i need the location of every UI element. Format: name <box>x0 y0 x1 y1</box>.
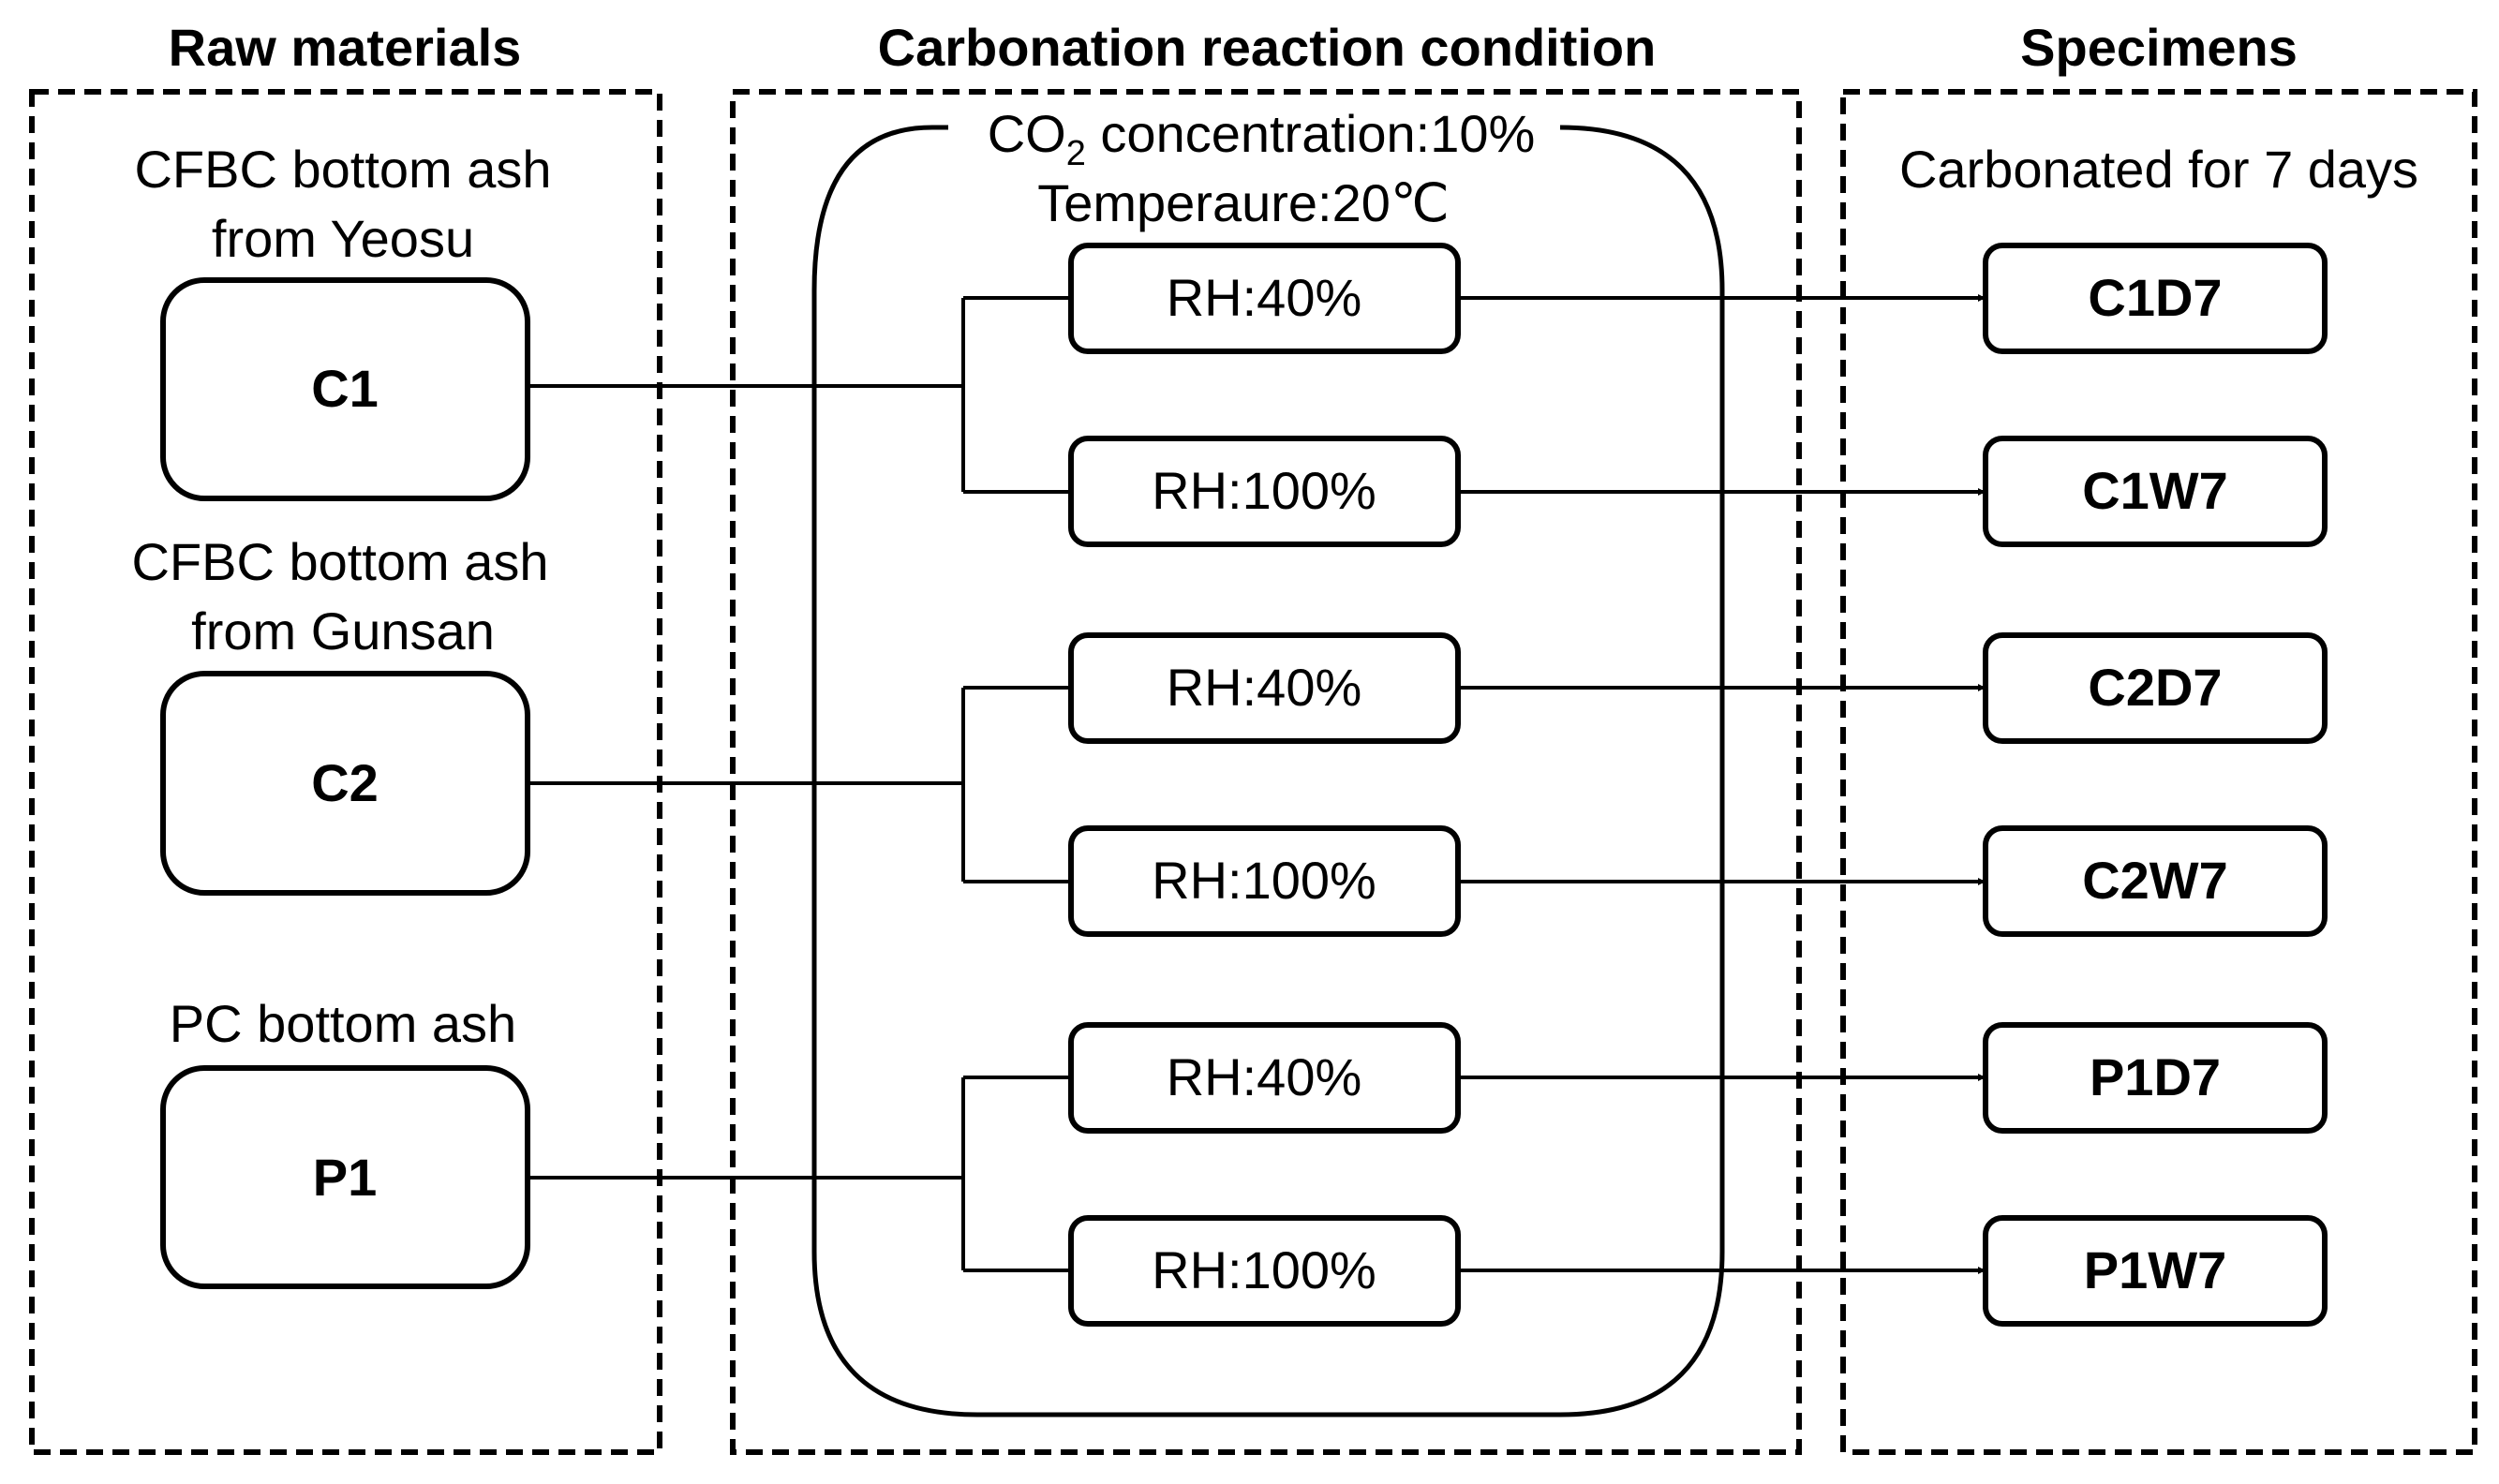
raw-label-yeosu-line2: from Yeosu <box>212 209 474 268</box>
raw-label-gunsan-line1: CFBC bottom ash <box>131 532 548 591</box>
temperature-label: Temperaure:20℃ <box>1037 173 1450 232</box>
header-raw-materials: Raw materials <box>169 18 522 77</box>
raw-code-p1: P1 <box>313 1148 378 1207</box>
connector-c1 <box>528 296 1071 494</box>
specimen-code-c1w7: C1W7 <box>2082 461 2228 520</box>
raw-code-c1: C1 <box>311 359 379 418</box>
specimens-note: Carbonated for 7 days <box>1899 140 2418 199</box>
specimen-code-c2w7: C2W7 <box>2082 851 2228 910</box>
co2-concentration-label: CO2 concentration:10% <box>988 104 1536 173</box>
connector-c2 <box>528 686 1071 883</box>
raw-materials-frame <box>29 89 662 1455</box>
specimen-box-c2w7 <box>1983 825 2328 937</box>
rh-label-c1-wet: RH:100% <box>1152 461 1376 520</box>
specimen-code-c1d7: C1D7 <box>2088 268 2222 327</box>
specimen-box-c1d7 <box>1983 243 2328 354</box>
specimen-box-p1d7 <box>1983 1022 2328 1134</box>
specimen-box-p1w7 <box>1983 1215 2328 1327</box>
reaction-chamber <box>811 125 1725 1417</box>
specimen-code-p1d7: P1D7 <box>2090 1047 2221 1106</box>
branch-connectors <box>528 296 1071 1272</box>
specimen-box-c2d7 <box>1983 632 2328 744</box>
raw-label-yeosu-line1: CFBC bottom ash <box>134 140 551 199</box>
rh-label-p1-dry: RH:40% <box>1167 1047 1362 1106</box>
specimen-box-c1w7 <box>1983 436 2328 547</box>
specimen-arrows <box>1458 294 1986 1274</box>
rh-label-p1-wet: RH:100% <box>1152 1240 1376 1299</box>
raw-code-c2: C2 <box>311 753 379 812</box>
raw-box-c1 <box>160 277 530 501</box>
header-specimens: Specimens <box>2020 18 2298 77</box>
header-reaction-condition: Carbonation reaction condition <box>878 18 1657 77</box>
rh-label-c2-dry: RH:40% <box>1167 658 1362 717</box>
rh-label-c2-wet: RH:100% <box>1152 851 1376 910</box>
raw-label-pc-line1: PC bottom ash <box>170 994 516 1053</box>
specimens-frame <box>1840 89 2477 1455</box>
specimen-code-p1w7: P1W7 <box>2084 1240 2227 1299</box>
rh-label-c1-dry: RH:40% <box>1167 268 1362 327</box>
raw-label-gunsan-line2: from Gunsan <box>191 601 495 660</box>
specimen-code-c2d7: C2D7 <box>2088 658 2222 717</box>
connector-p1 <box>528 1076 1071 1272</box>
condition-frame <box>730 89 1802 1455</box>
